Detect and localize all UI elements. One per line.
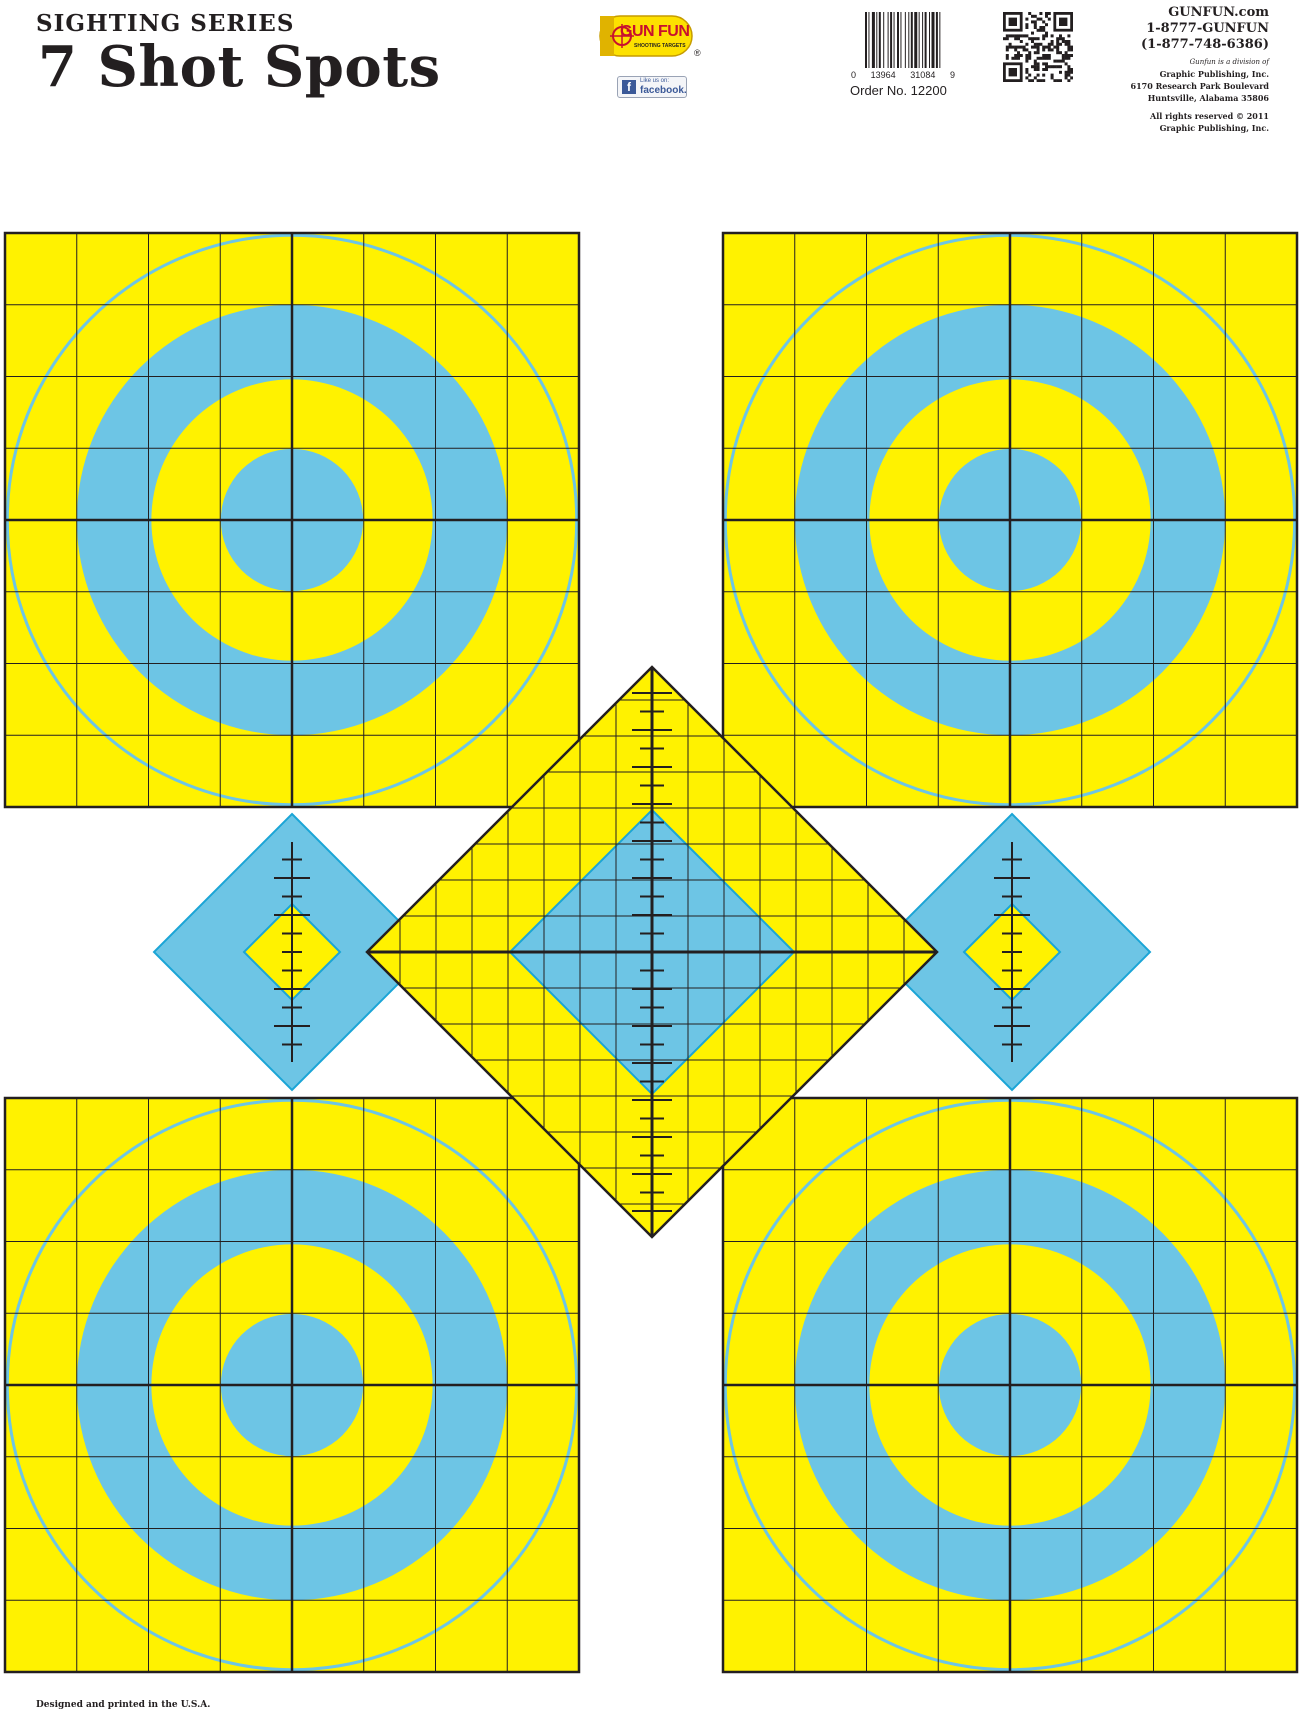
target-sheet [0, 220, 1305, 1680]
order-number: Order No. 12200 [850, 83, 947, 98]
facebook-like-text: Like us on: [640, 78, 670, 84]
qr-code-icon [1003, 12, 1074, 83]
street-address: 6170 Research Park Boulevard [1130, 81, 1269, 91]
barcode-digits: 0 13964 31084 9 [851, 70, 955, 80]
logo-subtext: SHOOTING TARGETS [634, 43, 686, 49]
facebook-like-badge[interactable]: f Like us on: facebook. [617, 76, 687, 98]
series-label: SIGHTING SERIES [36, 10, 295, 37]
bullseye-target-bottom-right [721, 1096, 1299, 1674]
city-address: Huntsville, Alabama 35806 [1147, 93, 1269, 103]
logo-wordmark: GUN FUN [620, 23, 690, 40]
gunfun-logo: ® GUN FUN SHOOTING TARGETS [598, 12, 708, 62]
center-diamond-target [365, 665, 939, 1239]
facebook-wordmark: facebook. [640, 85, 687, 96]
facebook-icon: f [622, 80, 636, 94]
phone-vanity: 1-8777-GUNFUN [1146, 21, 1269, 36]
bullseye-target-bottom-left [3, 1096, 581, 1674]
division-note: Gunfun is a division of [1189, 58, 1269, 66]
bullseye-target-top-left [3, 231, 581, 809]
contact-info: GUNFUN.com 1-8777-GUNFUN (1-877-748-6386… [1069, 5, 1269, 134]
barcode-icon [863, 12, 943, 70]
rights-company: Graphic Publishing, Inc. [1159, 123, 1269, 133]
svg-text:®: ® [694, 48, 701, 58]
rights-note: All rights reserved © 2011 [1150, 111, 1269, 121]
footer-note: Designed and printed in the U.S.A. [36, 1700, 211, 1710]
website-link[interactable]: GUNFUN.com [1168, 5, 1269, 20]
small-diamond-target-right [872, 812, 1152, 1092]
page-title: 7 Shot Spots [38, 34, 441, 100]
phone-numeric: (1-877-748-6386) [1141, 37, 1269, 52]
small-diamond-target-left [152, 812, 432, 1092]
company-name: Graphic Publishing, Inc. [1159, 69, 1269, 79]
bullseye-target-top-right [721, 231, 1299, 809]
